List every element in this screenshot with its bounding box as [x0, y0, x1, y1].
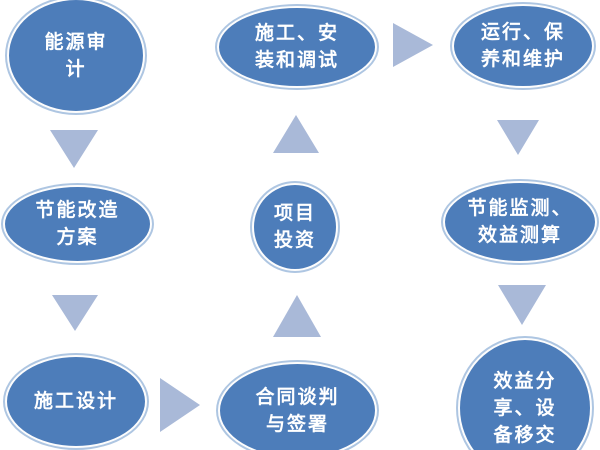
node-construction-design-line-1: 施工设计 — [33, 391, 118, 412]
node-energy-monitoring-line-2: 效益测算 — [477, 225, 562, 246]
node-project-investment-line-2: 投资 — [273, 230, 316, 251]
node-benefit-sharing-line-3: 备移交 — [493, 424, 557, 446]
node-operation-maintenance-line-2: 养和维护 — [480, 49, 565, 70]
node-operation-care-maintenance: 运行、保 养和维护 — [452, 4, 594, 88]
node-benefit-sharing-line-2: 享、设 — [493, 397, 557, 419]
node-energy-monitoring-line-1: 节能监测、 — [467, 198, 573, 219]
node-contract-negotiation-label: 合同谈判 与签署 — [255, 384, 339, 438]
node-energy-audit: 能源审 计 — [7, 0, 145, 113]
node-contract-negotiation-signing: 合同谈判 与签署 — [218, 362, 377, 450]
arrow-up-contract-to-project-investment — [273, 295, 321, 337]
node-energy-monitoring-label: 节能监测、 效益测算 — [467, 195, 572, 249]
node-energy-audit-label: 能源审 计 — [44, 29, 107, 83]
node-benefit-sharing-equipment-handover: 效益分 享、设 备移交 — [458, 338, 592, 450]
node-energy-monitoring-benefit-measurement: 节能监测、 效益测算 — [443, 181, 597, 263]
node-retrofit-plan-line-1: 节能改造 — [35, 200, 120, 221]
node-operation-care-maintenance-label: 运行、保 养和维护 — [481, 19, 565, 73]
arrow-down-retrofit-plan-to-construction-design — [52, 295, 98, 331]
node-energy-saving-retrofit-plan-label: 节能改造 方案 — [35, 197, 119, 251]
node-project-investment-line-1: 项目 — [273, 203, 316, 224]
node-benefit-sharing-label: 效益分 享、设 备移交 — [493, 368, 556, 449]
node-benefit-sharing-line-1: 效益分 — [493, 370, 557, 392]
node-construction-design-label: 施工设计 — [34, 388, 118, 415]
node-contract-negotiation-line-2: 与签署 — [265, 413, 329, 435]
node-energy-audit-line-1: 能源审 — [44, 31, 108, 53]
node-project-investment-label: 项目 投资 — [274, 200, 316, 254]
arrow-down-energy-audit-to-retrofit-plan — [50, 130, 98, 168]
node-construction-installation-line-1: 施工、安 — [254, 23, 339, 44]
node-contract-negotiation-line-1: 合同谈判 — [255, 386, 340, 408]
arrow-right-construction-installation-to-operation-maintenance — [393, 23, 433, 67]
node-operation-maintenance-line-1: 运行、保 — [480, 22, 565, 43]
arrow-right-construction-design-to-contract — [160, 378, 200, 432]
node-construction-design: 施工设计 — [5, 355, 147, 448]
node-energy-audit-line-2: 计 — [65, 58, 87, 80]
arrow-up-project-investment-to-construction-installation — [273, 115, 319, 153]
arrow-down-energy-monitoring-to-benefit-sharing — [498, 285, 546, 325]
node-retrofit-plan-line-2: 方案 — [56, 227, 99, 248]
node-project-investment: 项目 投资 — [252, 183, 338, 271]
node-construction-installation-commissioning: 施工、安 装和调试 — [217, 6, 377, 88]
node-construction-installation-line-2: 装和调试 — [254, 50, 339, 71]
node-energy-saving-retrofit-plan: 节能改造 方案 — [3, 185, 152, 263]
arrow-down-operation-maintenance-to-energy-monitoring — [497, 120, 539, 155]
node-construction-installation-commissioning-label: 施工、安 装和调试 — [255, 20, 339, 74]
